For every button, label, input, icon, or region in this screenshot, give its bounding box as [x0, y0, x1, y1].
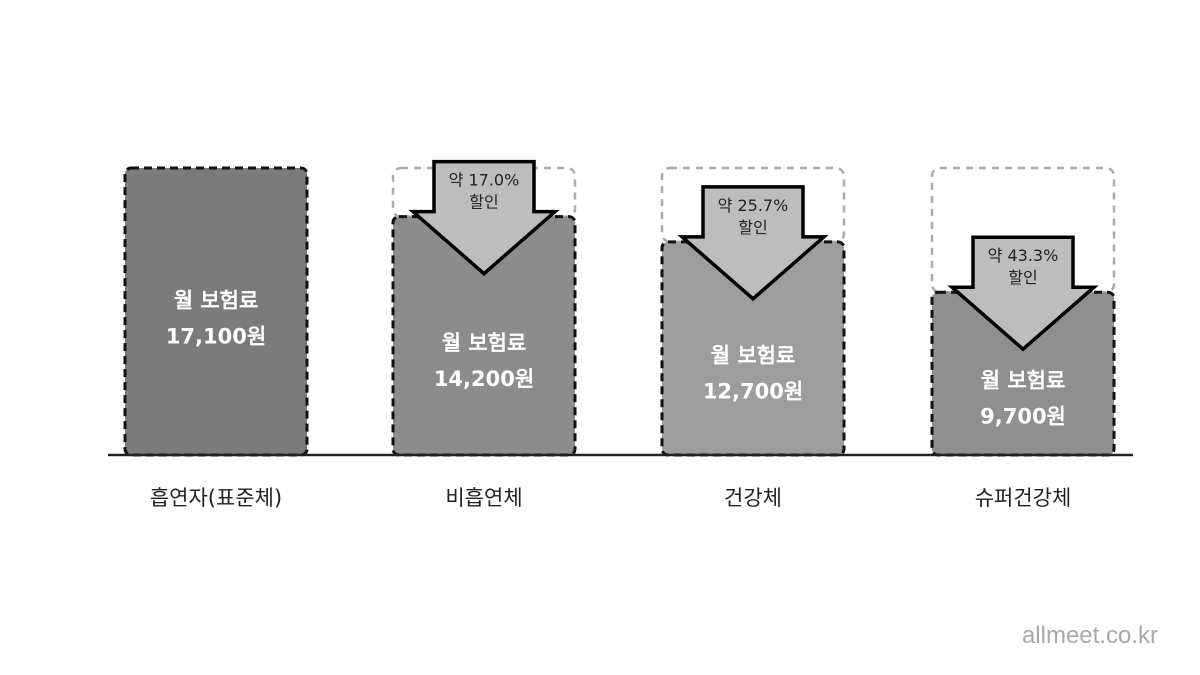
discount-percent: 약 43.3% [988, 246, 1059, 265]
value-label: 12,700원 [703, 379, 803, 403]
bar-label: 월 보험료 [711, 343, 796, 367]
discount-percent: 약 17.0% [449, 171, 520, 190]
discount-label: 할인 [738, 218, 767, 237]
category-label: 비흡연체 [445, 486, 522, 510]
discount-arrow [408, 159, 560, 276]
bar-label: 월 보험료 [174, 289, 259, 313]
category-label: 건강체 [724, 486, 782, 510]
bar-label: 월 보험료 [442, 331, 527, 355]
discount-label: 할인 [469, 193, 498, 212]
bar-label: 월 보험료 [981, 369, 1066, 393]
category-label: 슈퍼건강체 [975, 486, 1072, 510]
discount-percent: 약 25.7% [718, 196, 789, 215]
discount-arrow [677, 185, 829, 302]
value-label: 17,100원 [166, 325, 266, 349]
watermark: allmeet.co.kr [1021, 622, 1158, 649]
value-label: 14,200원 [434, 367, 534, 391]
value-label: 9,700원 [980, 405, 1066, 429]
category-label: 흡연자(표준체) [150, 486, 282, 510]
discount-arrow [947, 235, 1099, 352]
discount-label: 할인 [1008, 268, 1037, 287]
